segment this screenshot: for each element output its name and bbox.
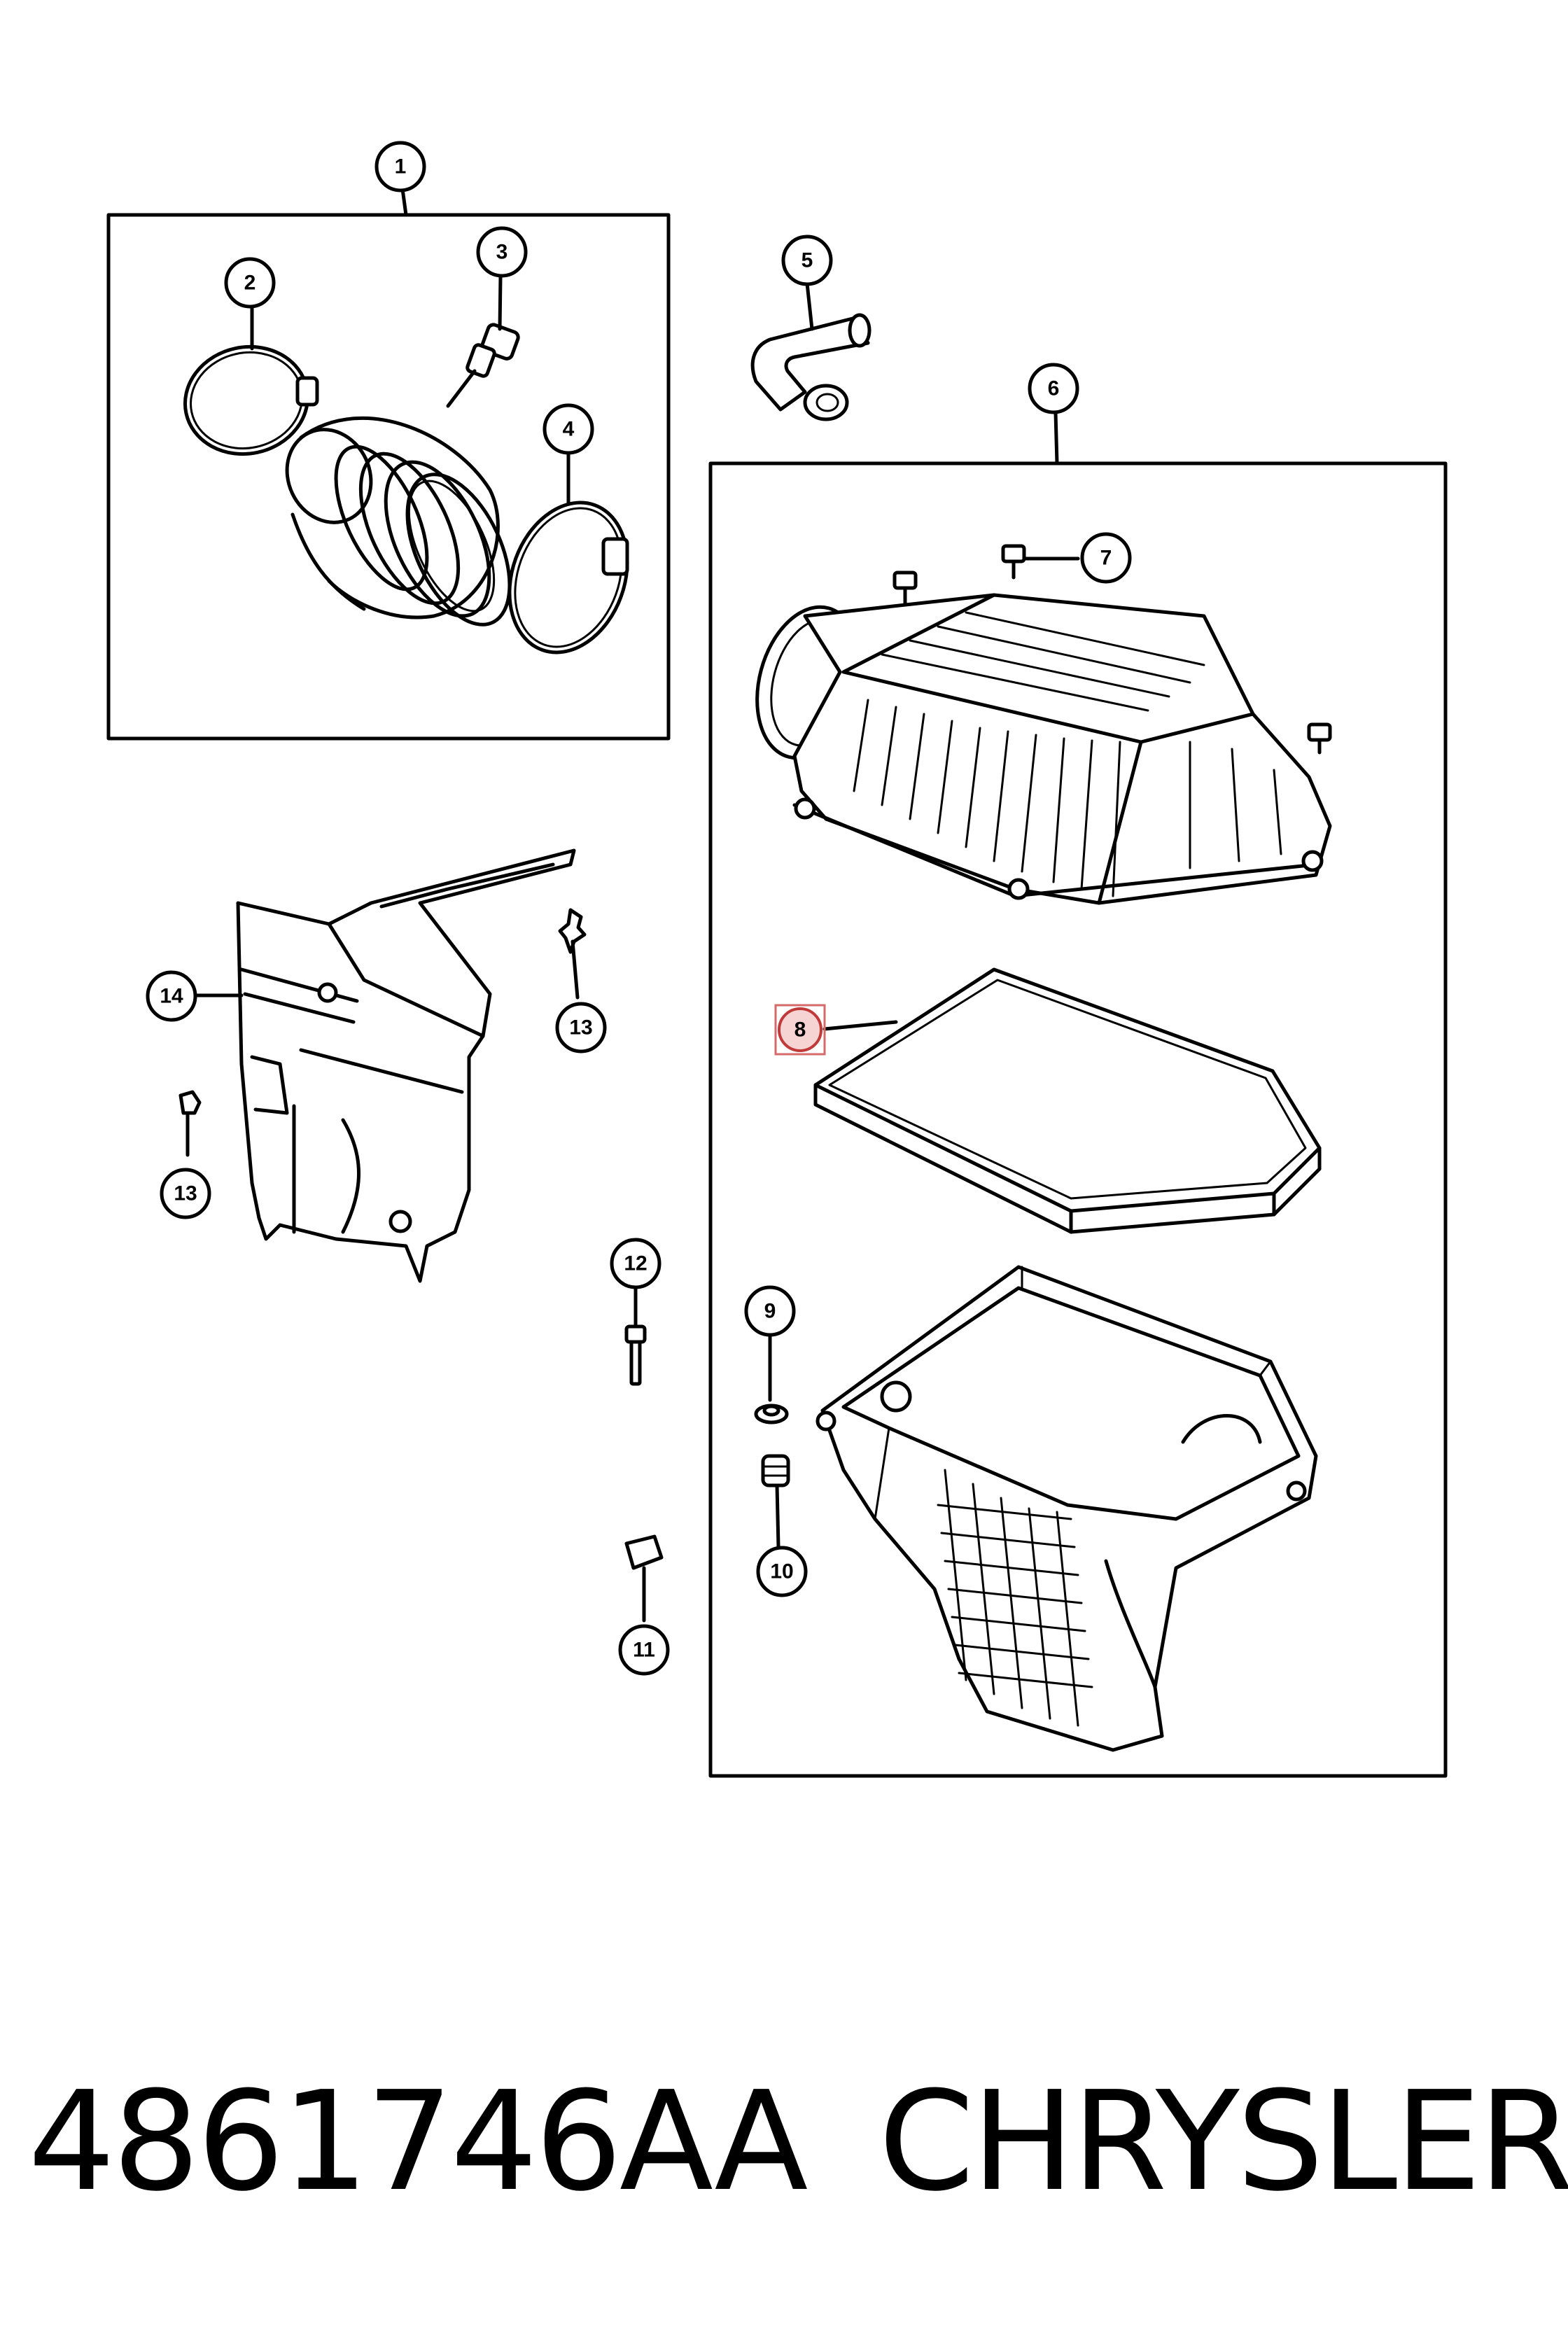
svg-text:13: 13: [174, 1182, 197, 1205]
svg-text:7: 7: [1100, 547, 1112, 570]
svg-text:9: 9: [764, 1300, 776, 1323]
svg-text:13: 13: [569, 1016, 592, 1040]
grommets-drawing: [754, 1335, 790, 1549]
svg-text:6: 6: [1048, 377, 1060, 400]
callout-5: 5: [781, 234, 833, 286]
callout-14: 14: [146, 970, 197, 1022]
air-cleaner-cover-drawing: [755, 593, 1332, 905]
shield-14-drawing: [195, 848, 576, 1283]
callout-13-lower: 13: [160, 1168, 211, 1219]
callout-6: 6: [1028, 363, 1079, 414]
svg-text:11: 11: [633, 1639, 655, 1662]
part-number: 4861746AA: [28, 2062, 808, 2222]
svg-text:4: 4: [563, 418, 575, 441]
sensor-3-drawing: [446, 274, 520, 408]
air-cleaner-housing-drawing: [816, 1265, 1318, 1752]
callout-7: 7: [1080, 532, 1132, 584]
svg-text:14: 14: [160, 985, 183, 1008]
screws-drawing: [892, 544, 1332, 755]
air-filter-drawing: [813, 967, 1322, 1234]
svg-text:12: 12: [624, 1252, 647, 1275]
inlet-bellows-hose-drawing: [285, 416, 512, 626]
callout-4: 4: [542, 403, 594, 455]
svg-text:5: 5: [802, 249, 813, 272]
callout-8-highlighted[interactable]: 8: [774, 1004, 826, 1056]
callout-9: 9: [744, 1285, 796, 1337]
brand-name: CHRYSLER: [878, 2062, 1568, 2222]
callout-1: 1: [374, 141, 426, 192]
svg-text:10: 10: [770, 1560, 793, 1583]
callout-3: 3: [476, 226, 528, 278]
hose-5-drawing: [750, 281, 872, 421]
svg-text:2: 2: [244, 272, 256, 295]
clip-11-drawing: [624, 1534, 664, 1623]
group-box-6: [708, 461, 1448, 1778]
group-box-1: [106, 213, 671, 741]
svg-text:1: 1: [395, 155, 407, 178]
callout-10: 10: [756, 1546, 808, 1597]
callout-11: 11: [618, 1624, 670, 1676]
callout-2: 2: [224, 257, 276, 309]
callout-12: 12: [610, 1238, 662, 1289]
callout-13-upper: 13: [555, 1002, 607, 1054]
clamp-2-drawing: [183, 306, 319, 456]
clip-13-upper-drawing: [558, 908, 587, 1000]
svg-text:8: 8: [794, 1018, 806, 1042]
clip-13-lower-drawing: [178, 1090, 202, 1157]
clamp-4-drawing: [507, 453, 629, 654]
svg-text:3: 3: [496, 241, 508, 264]
bolt-12-drawing: [624, 1286, 647, 1386]
